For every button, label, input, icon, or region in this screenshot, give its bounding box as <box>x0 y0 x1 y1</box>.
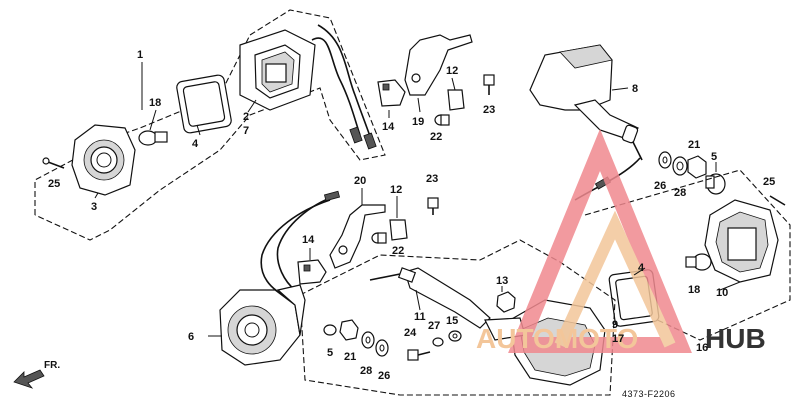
clip-12-bottom <box>389 219 408 241</box>
bolt-24 <box>407 349 431 361</box>
label-10: 10 <box>716 287 728 299</box>
group-outline-right <box>584 169 791 341</box>
label-3: 3 <box>91 201 97 213</box>
watermark-text-hub: HUB <box>705 323 766 354</box>
washer-28-top <box>672 156 688 176</box>
winker-8 <box>529 44 643 201</box>
label-14-bottom: 14 <box>302 234 315 246</box>
label-9: 9 <box>612 319 618 331</box>
label-21-bottom: 21 <box>344 351 356 363</box>
bolt-23-bottom <box>427 197 439 215</box>
washer-15 <box>448 330 462 342</box>
collar-22-top <box>434 114 450 126</box>
label-5-bottom: 5 <box>327 347 333 359</box>
label-12-bottom: 12 <box>390 184 402 196</box>
group-outline-bottom <box>299 239 616 396</box>
lamp-housing-2 <box>239 29 316 111</box>
holder-14-bottom <box>297 259 327 285</box>
washer-28-bottom <box>361 331 375 349</box>
nut-13 <box>496 291 516 313</box>
label-27: 27 <box>428 320 440 332</box>
label-22-top: 22 <box>430 131 442 143</box>
label-25-right: 25 <box>763 176 775 188</box>
watermark-logo <box>508 128 692 353</box>
label-28-top: 28 <box>674 187 686 199</box>
label-2: 2 <box>243 111 249 123</box>
label-26-top: 26 <box>654 180 666 192</box>
direction-label: FR. <box>44 360 60 371</box>
bulb-18-top <box>138 130 168 146</box>
washer-27 <box>432 337 444 347</box>
bracket-19 <box>404 34 473 96</box>
label-23-bottom: 23 <box>426 173 438 185</box>
label-11: 11 <box>414 311 426 323</box>
clip-12-top <box>447 89 465 111</box>
collar-22-bottom <box>371 232 387 244</box>
label-26-bottom: 26 <box>378 370 390 382</box>
stem-11 <box>369 267 491 329</box>
label-18-top: 18 <box>149 97 161 109</box>
label-21-top: 21 <box>688 139 700 151</box>
label-20: 20 <box>354 175 366 187</box>
watermark-triangle-inner <box>554 210 676 348</box>
bulb-18-right <box>685 253 712 271</box>
label-7-top: 7 <box>243 125 249 137</box>
label-12-top: 12 <box>446 65 458 77</box>
bolt-23-top <box>483 74 495 95</box>
label-4-top: 4 <box>192 138 199 150</box>
label-5-top: 5 <box>711 151 717 163</box>
holder-14-top <box>377 79 406 107</box>
nut-21-bottom <box>339 319 359 341</box>
label-24: 24 <box>404 327 417 339</box>
label-13: 13 <box>496 275 508 287</box>
label-15: 15 <box>446 315 458 327</box>
group-outline-top-left <box>34 9 386 241</box>
wire-harness-top <box>311 37 361 136</box>
gasket-4 <box>176 74 232 134</box>
bracket-20 <box>329 204 386 269</box>
label-4-right: 4 <box>638 262 645 274</box>
label-17: 17 <box>612 333 624 345</box>
bulb-5-bottom <box>323 324 337 336</box>
lens-10 <box>704 199 779 283</box>
bulb-5-top <box>705 173 726 195</box>
washer-26-top <box>658 151 672 169</box>
label-18-right: 18 <box>688 284 700 296</box>
label-1: 1 <box>137 49 143 61</box>
label-16: 16 <box>696 342 708 354</box>
wire-harness-bottom <box>260 199 331 299</box>
label-6: 6 <box>188 331 194 343</box>
lens-3 <box>71 124 136 196</box>
watermark-text-automoto: AUTOMOTO <box>476 323 638 354</box>
washer-26-bottom <box>375 339 389 357</box>
nut-21-top <box>687 155 707 179</box>
label-25-top: 25 <box>48 178 60 190</box>
label-19: 19 <box>412 116 424 128</box>
label-28-bottom: 28 <box>360 365 372 377</box>
label-8: 8 <box>632 83 638 95</box>
front-direction-arrow <box>13 369 45 389</box>
diagram-code: 4373-F2206 <box>622 389 676 399</box>
watermark-triangle-outer <box>508 128 692 353</box>
label-14-top: 14 <box>382 121 395 133</box>
lamp-6 <box>219 284 306 366</box>
label-22-bottom: 22 <box>392 245 404 257</box>
label-23-top: 23 <box>483 104 495 116</box>
